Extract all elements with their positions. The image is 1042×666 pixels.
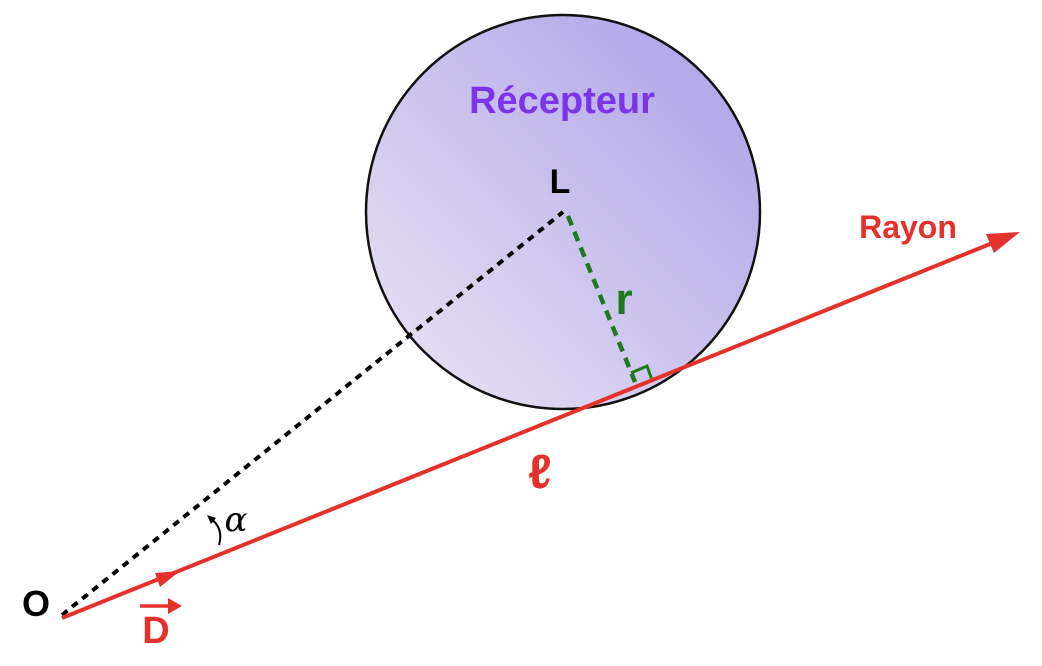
radius-label: r (615, 275, 632, 324)
angle-label: α (225, 500, 248, 540)
direction-arrowhead (155, 571, 180, 587)
direction-vector-bar-arrowhead (168, 598, 182, 614)
origin-label: O (22, 583, 50, 624)
receiver-label: Récepteur (469, 80, 655, 122)
right-angle-marker (630, 363, 654, 381)
length-label: ℓ (528, 446, 551, 499)
ray-arrowhead (986, 232, 1020, 253)
ray-label: Rayon (859, 209, 957, 245)
origin-to-center-line (60, 210, 565, 617)
center-label: L (550, 163, 571, 201)
angle-arc-arrowhead (207, 515, 216, 524)
radius-line (565, 215, 638, 383)
ray-line (61, 238, 1001, 620)
direction-label: D (142, 610, 169, 652)
